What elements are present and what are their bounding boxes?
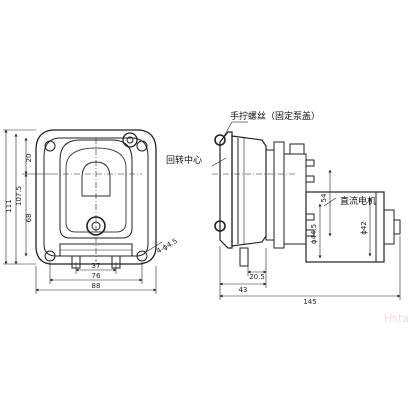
side-dimensions [211, 121, 401, 300]
gearbox-bolt-2 [305, 175, 315, 183]
gearbox-bolt-3 [305, 213, 315, 221]
thumb-screw-top [214, 134, 226, 146]
dim-43: 43 [239, 286, 248, 294]
dim-20: 20 [25, 154, 33, 163]
front-view [35, 129, 157, 269]
dim-68: 68 [25, 214, 33, 223]
gearbox-cap-top [289, 143, 305, 155]
pump-head-plate [219, 131, 233, 249]
corner-screw [44, 250, 56, 262]
corner-screw [136, 140, 148, 152]
dim-20-5: 20.5 [249, 273, 265, 281]
label-dc-motor: 直流电机 [340, 195, 376, 207]
motor-end-cap [383, 209, 395, 245]
corner-screw [136, 250, 148, 262]
watermark: Hstar [384, 312, 410, 325]
dim-54: 54 [320, 193, 328, 202]
mount-flange [273, 141, 285, 249]
dim-88: 88 [92, 282, 101, 290]
coupling-plate [265, 149, 275, 241]
rotor-hub [81, 161, 111, 197]
roller-track [65, 147, 127, 233]
tube-outlet [239, 247, 249, 267]
gearbox-bolt-1 [305, 159, 315, 167]
label-thumb-screw: 手拧螺丝（固定泵盖） [230, 110, 320, 122]
dim-phi-42: ϕ42 [360, 221, 368, 235]
side-labels: 手拧螺丝（固定泵盖） 回转中心 直流电机 54 ϕ44.5 ϕ42 20.5 4… [166, 110, 376, 306]
motor-terminal [393, 219, 401, 235]
pump-head-body [231, 135, 267, 247]
top-knob-center [126, 136, 134, 144]
top-knob [122, 132, 138, 148]
gearbox [283, 153, 307, 245]
pump-cover [59, 139, 133, 239]
dim-111: 111 [5, 199, 13, 212]
dim-145: 145 [303, 298, 316, 306]
pump-inner-frame [43, 137, 149, 257]
label-rotation-center: 回转中心 [166, 154, 202, 166]
dim-mount-hole: 4-ϕ4.5 [155, 237, 179, 255]
bottom-knob [86, 216, 106, 236]
dim-107-5: 107.5 [15, 186, 23, 206]
corner-screw [44, 140, 56, 152]
dim-76: 76 [92, 272, 101, 280]
thumb-screw-bottom [214, 220, 226, 232]
side-view [212, 131, 401, 267]
dim-37: 37 [92, 262, 101, 270]
bottom-knob-center [91, 221, 101, 231]
dim-phi-44-5: ϕ44.5 [310, 224, 318, 244]
front-dimensions [3, 129, 163, 294]
